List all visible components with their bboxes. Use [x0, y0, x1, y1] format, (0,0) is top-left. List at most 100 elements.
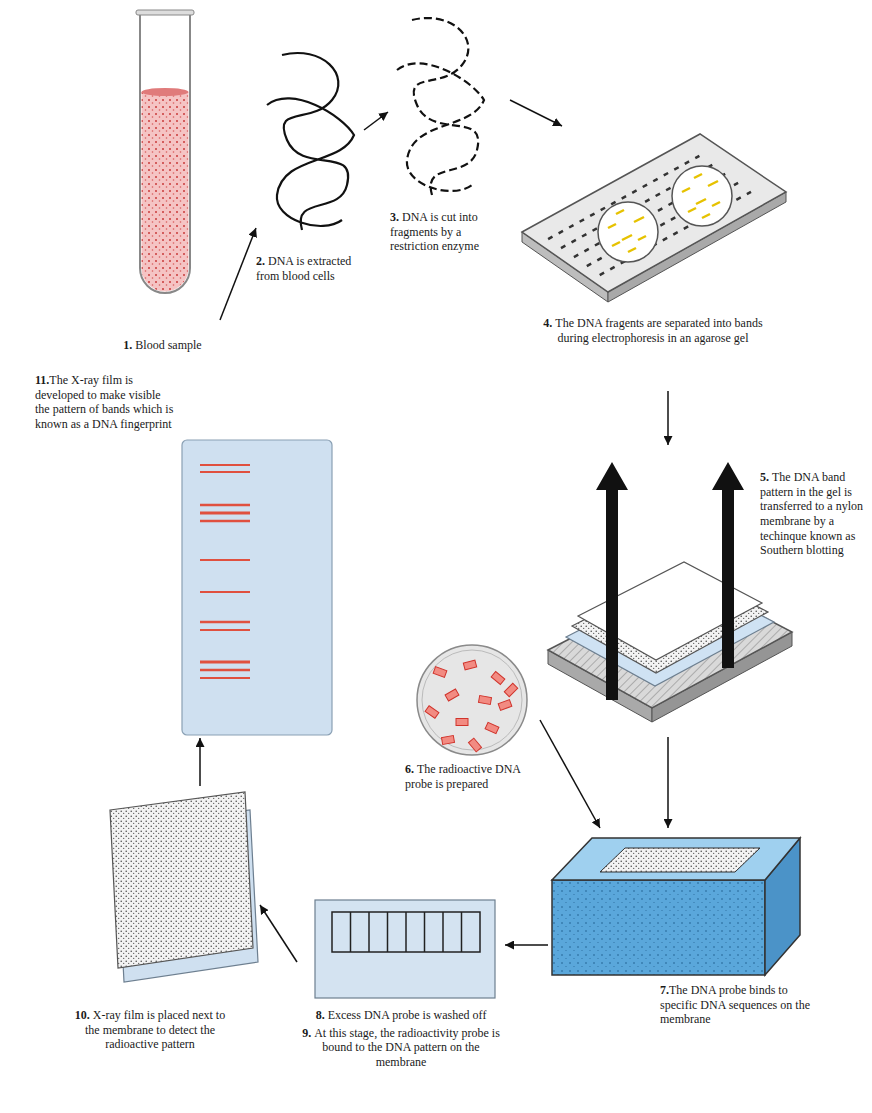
- dna-band: [200, 677, 250, 679]
- step-number: 10.: [75, 1008, 90, 1022]
- tube-rim: [136, 10, 194, 15]
- dna-fragments: [397, 18, 484, 195]
- step-text: The DNA fragents are separated into band…: [555, 316, 762, 345]
- step-caption: 7.The DNA probe binds to specific DNA se…: [660, 983, 810, 1027]
- dna-band: [200, 591, 250, 593]
- dna-band: [200, 621, 250, 624]
- dna-strand: [267, 53, 354, 230]
- dna-band: [200, 559, 250, 561]
- gel-band-zoom: [622, 235, 632, 240]
- step-number: 1.: [123, 338, 132, 352]
- petri-dish: [417, 645, 527, 755]
- step-number: 7.: [660, 983, 669, 997]
- step-arrow: [667, 737, 669, 828]
- probe-fragment: [478, 696, 491, 705]
- probe-fragment: [485, 722, 499, 733]
- step-number: 9.: [302, 1026, 311, 1040]
- step-caption: 10.X-ray film is placed next to the memb…: [70, 1008, 230, 1052]
- lane-divider: [442, 912, 444, 952]
- gel-band-zoom: [696, 199, 706, 204]
- flow-arrow: [596, 462, 628, 700]
- step-panel: 7.The DNA probe binds to specific DNA se…: [548, 828, 812, 1043]
- dna-fragments: [397, 18, 484, 195]
- step-arrow: [364, 112, 388, 130]
- step-text: Blood sample: [135, 338, 201, 352]
- step-text: The radioactive DNA probe is prepared: [405, 762, 520, 791]
- washed-membrane: [315, 900, 495, 998]
- step-panel: 3.DNA is cut into fragments by a restric…: [388, 8, 510, 293]
- gel-band-zoom: [702, 214, 710, 218]
- gel-band-zoom: [638, 236, 646, 240]
- step-caption: 4.The DNA fragents are separated into ba…: [537, 316, 769, 345]
- gel-band-zoom: [712, 202, 720, 206]
- lane-divider: [461, 912, 463, 952]
- step-number: 11.: [35, 373, 49, 387]
- lane-divider: [387, 912, 389, 952]
- gel-band-zoom: [708, 181, 718, 186]
- step-number: 3.: [390, 210, 399, 224]
- tank-top: [552, 838, 800, 880]
- lane-divider: [368, 912, 370, 952]
- probe-fragment: [425, 660, 518, 752]
- step-caption: 11.The X-ray film is developed to make v…: [35, 373, 175, 432]
- step-caption: 9.At this stage, the radioactivity probe…: [297, 1026, 505, 1070]
- step-text: At this stage, the radioactivity probe i…: [314, 1026, 500, 1069]
- gel-band-zoom: [688, 208, 696, 212]
- step-panel: 4.The DNA fragents are separated into ba…: [515, 126, 790, 391]
- step-panel: 2.DNA is extracted from blood cells: [256, 36, 364, 308]
- probe-fragment: [463, 660, 476, 670]
- lane-divider: [424, 912, 426, 952]
- probe-fragment: [441, 736, 454, 745]
- step-panel: 5.The DNA band pattern in the gel is tra…: [542, 445, 866, 737]
- step-panel: 10.X-ray film is placed next to the memb…: [40, 786, 260, 1068]
- step-arrow: [667, 391, 669, 445]
- step-number: 5.: [760, 470, 769, 484]
- lane-frame: [332, 912, 480, 952]
- step-text: DNA is cut into fragments by a restricti…: [390, 210, 479, 253]
- lane-divider: [351, 912, 462, 952]
- step-arrow: [505, 944, 548, 946]
- gel-top: [522, 134, 786, 292]
- step-caption: 5.The DNA band pattern in the gel is tra…: [760, 470, 864, 558]
- step-text: DNA is extracted from blood cells: [256, 254, 351, 283]
- tank-front: [552, 880, 765, 975]
- dna-band: [200, 520, 250, 523]
- probe-dish: [417, 645, 527, 755]
- step-caption: 1.Blood sample: [105, 338, 220, 353]
- step-panel: 6.The radioactive DNA probe is prepared: [400, 640, 540, 815]
- step-arrow: [540, 720, 600, 828]
- probe-fragment: [456, 719, 468, 726]
- step-number: 4.: [543, 316, 552, 330]
- step-number: 2.: [256, 254, 265, 268]
- step-number: 8.: [316, 1008, 325, 1022]
- step-number: 6.: [405, 762, 414, 776]
- step-caption: 3.DNA is cut into fragments by a restric…: [390, 210, 510, 254]
- membrane: [315, 900, 495, 998]
- dna-strand: [267, 53, 354, 230]
- dna-band: [200, 661, 250, 664]
- membrane-in-tank: [600, 848, 760, 872]
- lane-divider: [405, 912, 407, 952]
- magnifier: [672, 166, 732, 226]
- blotting-stack: [548, 462, 792, 722]
- step-caption: 8.Excess DNA probe is washed off: [297, 1008, 505, 1023]
- probe-fragment: [445, 689, 459, 701]
- step-arrow: [220, 228, 256, 320]
- tube-wall: [140, 14, 190, 293]
- gel-band-zoom: [628, 248, 636, 252]
- step-text: The DNA probe binds to specific DNA sequ…: [660, 983, 810, 1026]
- step-panel: 11.The X-ray film is developed to make v…: [30, 368, 335, 738]
- step-caption: 6.The radioactive DNA probe is prepared: [405, 762, 537, 791]
- probe-fragment: [425, 706, 439, 719]
- dna-band: [200, 512, 250, 515]
- probe-fragment: [491, 671, 505, 684]
- dna-band: [200, 669, 250, 672]
- gel-band-zoom: [616, 210, 624, 214]
- step-arrow: [199, 738, 201, 786]
- probe-fragment: [468, 738, 481, 752]
- dna-band: [200, 471, 250, 473]
